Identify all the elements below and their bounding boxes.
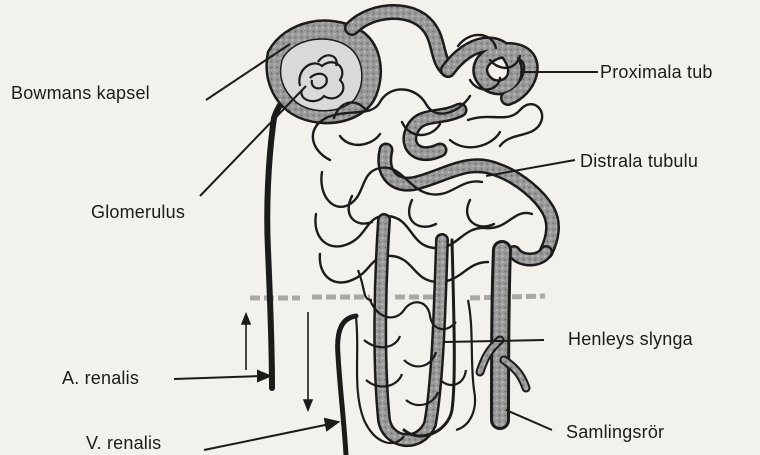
label-distrala-tubulus: Distrala tubulu bbox=[580, 151, 734, 172]
artery-vessel bbox=[267, 90, 302, 388]
label-proximala-tubulus: Proximala tub bbox=[600, 62, 738, 83]
leader-henleys bbox=[444, 340, 544, 342]
collecting-duct bbox=[480, 250, 526, 420]
label-v-renalis: V. renalis bbox=[86, 433, 161, 454]
leader-a-renalis bbox=[174, 376, 262, 379]
leader-v-renalis bbox=[204, 424, 330, 450]
label-samlingsror: Samlingsrör bbox=[566, 422, 664, 443]
leader-glomerulus bbox=[200, 86, 306, 196]
vein-vessel bbox=[338, 316, 356, 455]
label-glomerulus: Glomerulus bbox=[91, 202, 185, 223]
flow-up-arrow bbox=[242, 314, 250, 370]
label-henleys-slynga: Henleys slynga bbox=[568, 329, 693, 350]
leader-samlingsror bbox=[506, 410, 552, 430]
label-bowmans-kapsel: Bowmans kapsel bbox=[11, 83, 150, 104]
flow-down-arrow bbox=[304, 312, 312, 410]
label-a-renalis: A. renalis bbox=[62, 368, 139, 389]
leader-arrows bbox=[174, 371, 338, 450]
